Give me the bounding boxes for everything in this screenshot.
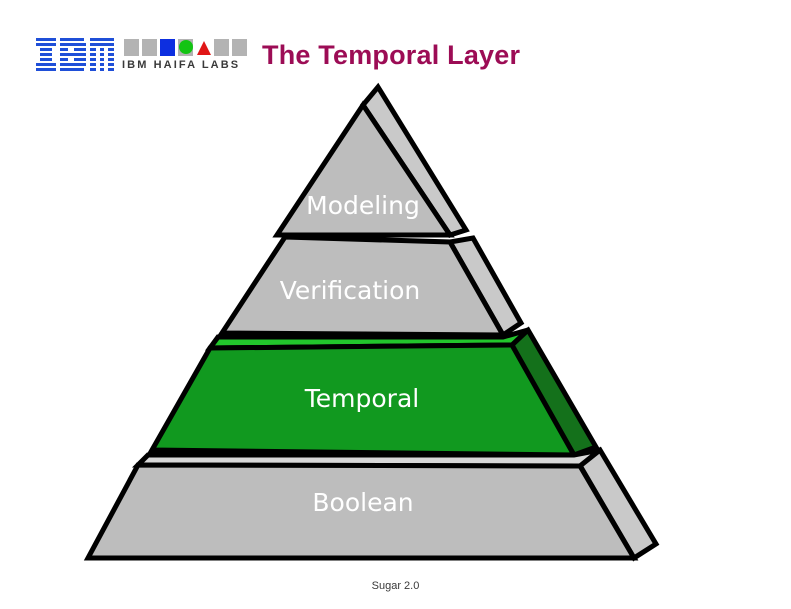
footer-note: Sugar 2.0 — [371, 580, 420, 592]
pyramid-label-modeling: Modeling — [306, 191, 420, 220]
swatch-gray-4-icon — [232, 39, 247, 56]
swatch-triangle-red-icon — [196, 39, 211, 56]
red-triangle-icon — [197, 41, 211, 55]
green-circle-icon — [179, 40, 193, 54]
swatch-gray-3-icon — [214, 39, 229, 56]
swatch-gray-2-icon — [142, 39, 157, 56]
slide-header: IBM HAIFA LABS The Temporal Layer — [0, 0, 791, 90]
swatch-blue-icon — [160, 39, 175, 56]
pyramid-layer-boolean[interactable] — [83, 446, 660, 562]
haifa-swatch-row — [124, 39, 247, 56]
layered-pyramid-diagram: Modeling Verification Temporal Boolean — [0, 70, 791, 570]
pyramid-label-verification: Verification — [280, 276, 420, 305]
swatch-gray-1-icon — [124, 39, 139, 56]
ibm-haifa-labs-logo: IBM HAIFA LABS — [122, 39, 247, 73]
modeling-front-face — [272, 100, 455, 238]
boolean-front-face — [83, 462, 639, 561]
lab-wordmark: IBM HAIFA LABS — [122, 59, 241, 71]
swatch-circle-green-icon — [178, 39, 193, 56]
pyramid-label-temporal: Temporal — [304, 384, 419, 413]
pyramid-layer-modeling[interactable] — [272, 82, 470, 238]
ibm-logo — [36, 38, 114, 71]
page-title: The Temporal Layer — [262, 40, 521, 70]
pyramid-label-boolean: Boolean — [312, 488, 413, 517]
